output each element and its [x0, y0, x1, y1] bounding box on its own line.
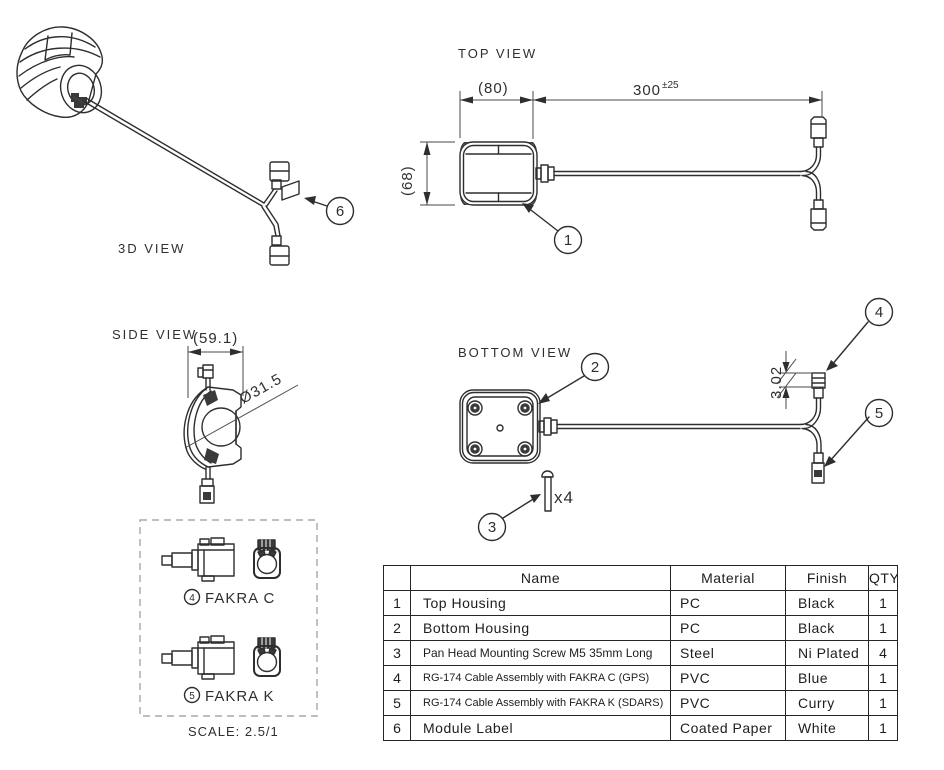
cable-bottom-view	[538, 372, 826, 484]
dimension-module-width: (80) 300 ±25	[459, 80, 823, 139]
view-side-title: SIDE VIEW	[112, 327, 197, 342]
callout-2: 2	[538, 352, 610, 404]
fakra-k-connector-drawing	[161, 635, 281, 680]
bom-cell-qty: 1	[868, 615, 898, 641]
bom-cell-no: 4	[383, 665, 411, 691]
dim-module-depth-text: (68)	[399, 165, 416, 196]
bom-cell-qty: 1	[868, 590, 898, 616]
fakra-c-label: 4 FAKRA C	[183, 588, 275, 607]
bom-header-material: Material	[670, 565, 786, 591]
bom-cell-finish: Blue	[785, 665, 869, 691]
dim-cable-tolerance-text: ±25	[662, 80, 679, 91]
dim-profile-width-text: (59.1)	[193, 330, 238, 347]
scale-note: SCALE: 2.5/1	[188, 724, 279, 739]
callout-2-number: 2	[591, 359, 599, 376]
table-row: 4 RG-174 Cable Assembly with FAKRA C (GP…	[383, 665, 898, 691]
bom-cell-name: Pan Head Mounting Screw M5 35mm Long	[410, 640, 671, 666]
dim-ring-diameter-text: Ø31.5	[237, 370, 285, 407]
bom-cell-material: Steel	[670, 640, 786, 666]
cable-top-view	[535, 116, 827, 231]
view-bottom-title: BOTTOM VIEW	[458, 345, 572, 360]
fakra-panel-border	[139, 519, 318, 717]
bom-cell-no: 3	[383, 640, 411, 666]
bom-cell-finish: Black	[785, 615, 869, 641]
cable-3d	[82, 97, 290, 266]
table-row: 1 Top Housing PC Black 1	[383, 590, 898, 616]
bom-cell-qty: 1	[868, 690, 898, 716]
bom-cell-finish: White	[785, 715, 869, 741]
bom-cell-material: PC	[670, 590, 786, 616]
fakra-stub-bottom-side	[199, 466, 215, 504]
screw-quantity-text: x4	[554, 488, 574, 507]
module-top-view	[459, 141, 538, 206]
bom-cell-material: PVC	[670, 690, 786, 716]
callout-3-number: 3	[488, 519, 496, 536]
fakra-k-callout-number: 5	[189, 691, 195, 702]
dimension-ring-diameter: Ø31.5	[184, 370, 299, 449]
bom-header-finish: Finish	[785, 565, 869, 591]
bom-header-name: Name	[410, 565, 671, 591]
dim-module-width-text: (80)	[478, 80, 509, 97]
table-row: 5 RG-174 Cable Assembly with FAKRA K (SD…	[383, 690, 898, 716]
view-3d: 6 3D VIEW	[16, 26, 355, 266]
bom-cell-no: 5	[383, 690, 411, 716]
bom-cell-name: Bottom Housing	[410, 615, 671, 641]
bom-cell-qty: 1	[868, 665, 898, 691]
bom-cell-finish: Ni Plated	[785, 640, 869, 666]
bom-cell-name: RG-174 Cable Assembly with FAKRA C (GPS)	[410, 665, 671, 691]
callout-6-number: 6	[336, 203, 344, 220]
fakra-c-connector-drawing	[161, 537, 281, 582]
view-top: TOP VIEW (80) 300 ±25 (68)	[399, 46, 827, 255]
bom-cell-material: Coated Paper	[670, 715, 786, 741]
bom-cell-finish: Curry	[785, 690, 869, 716]
bom-cell-no: 6	[383, 715, 411, 741]
callout-5: 5	[824, 398, 894, 467]
dim-cable-length-text: 300	[633, 82, 661, 99]
bom-cell-name: Module Label	[410, 715, 671, 741]
bom-cell-name: Top Housing	[410, 590, 671, 616]
bom-table: Name Material Finish QTY 1 Top Housing P…	[383, 565, 898, 741]
bom-cell-qty: 4	[868, 640, 898, 666]
bom-cell-name: RG-174 Cable Assembly with FAKRA K (SDAR…	[410, 690, 671, 716]
callout-6: 6	[304, 196, 355, 226]
module-label-flag	[281, 180, 300, 201]
fakra-k-label-text: FAKRA K	[205, 688, 275, 705]
bom-cell-finish: Black	[785, 590, 869, 616]
dimension-profile-width: (59.1)	[187, 330, 244, 398]
table-row: 6 Module Label Coated Paper White 1	[383, 715, 898, 741]
bom-header-no	[383, 565, 411, 591]
callout-1-number: 1	[564, 232, 572, 249]
table-row: 2 Bottom Housing PC Black 1	[383, 615, 898, 641]
fakra-c-label-text: FAKRA C	[205, 590, 275, 607]
bom-cell-material: PVC	[670, 665, 786, 691]
bom-header-qty: QTY	[868, 565, 898, 591]
module-bottom-view	[459, 389, 541, 464]
view-bottom: BOTTOM VIEW	[458, 297, 894, 542]
fakra-detail-panel: 4 FAKRA C 5 FAKRA K SCALE: 2.5/1	[139, 519, 318, 739]
dim-connector-height-text: 3.02	[768, 366, 785, 399]
callout-3: 3	[477, 494, 541, 542]
callout-4-number: 4	[875, 304, 883, 321]
bom-cell-no: 2	[383, 615, 411, 641]
callout-4: 4	[826, 297, 894, 371]
bom-cell-no: 1	[383, 590, 411, 616]
table-row: 3 Pan Head Mounting Screw M5 35mm Long S…	[383, 640, 898, 666]
fakra-k-label: 5 FAKRA K	[183, 686, 275, 705]
callout-5-number: 5	[875, 405, 883, 422]
view-side: SIDE VIEW (59.1)	[112, 327, 299, 504]
view-3d-title: 3D VIEW	[118, 241, 185, 256]
module-side-profile	[183, 386, 242, 470]
fakra-stub-top-side	[197, 364, 214, 391]
bom-header-row: Name Material Finish QTY	[383, 565, 898, 591]
bom-cell-qty: 1	[868, 715, 898, 741]
dimension-module-depth: (68)	[399, 141, 455, 206]
view-top-title: TOP VIEW	[458, 46, 537, 61]
bom-cell-material: PC	[670, 615, 786, 641]
dimension-connector-height: 3.02	[768, 351, 824, 409]
fakra-c-callout-number: 4	[189, 593, 195, 604]
mounting-screw-drawing: x4	[541, 470, 574, 512]
callout-1: 1	[522, 203, 583, 255]
